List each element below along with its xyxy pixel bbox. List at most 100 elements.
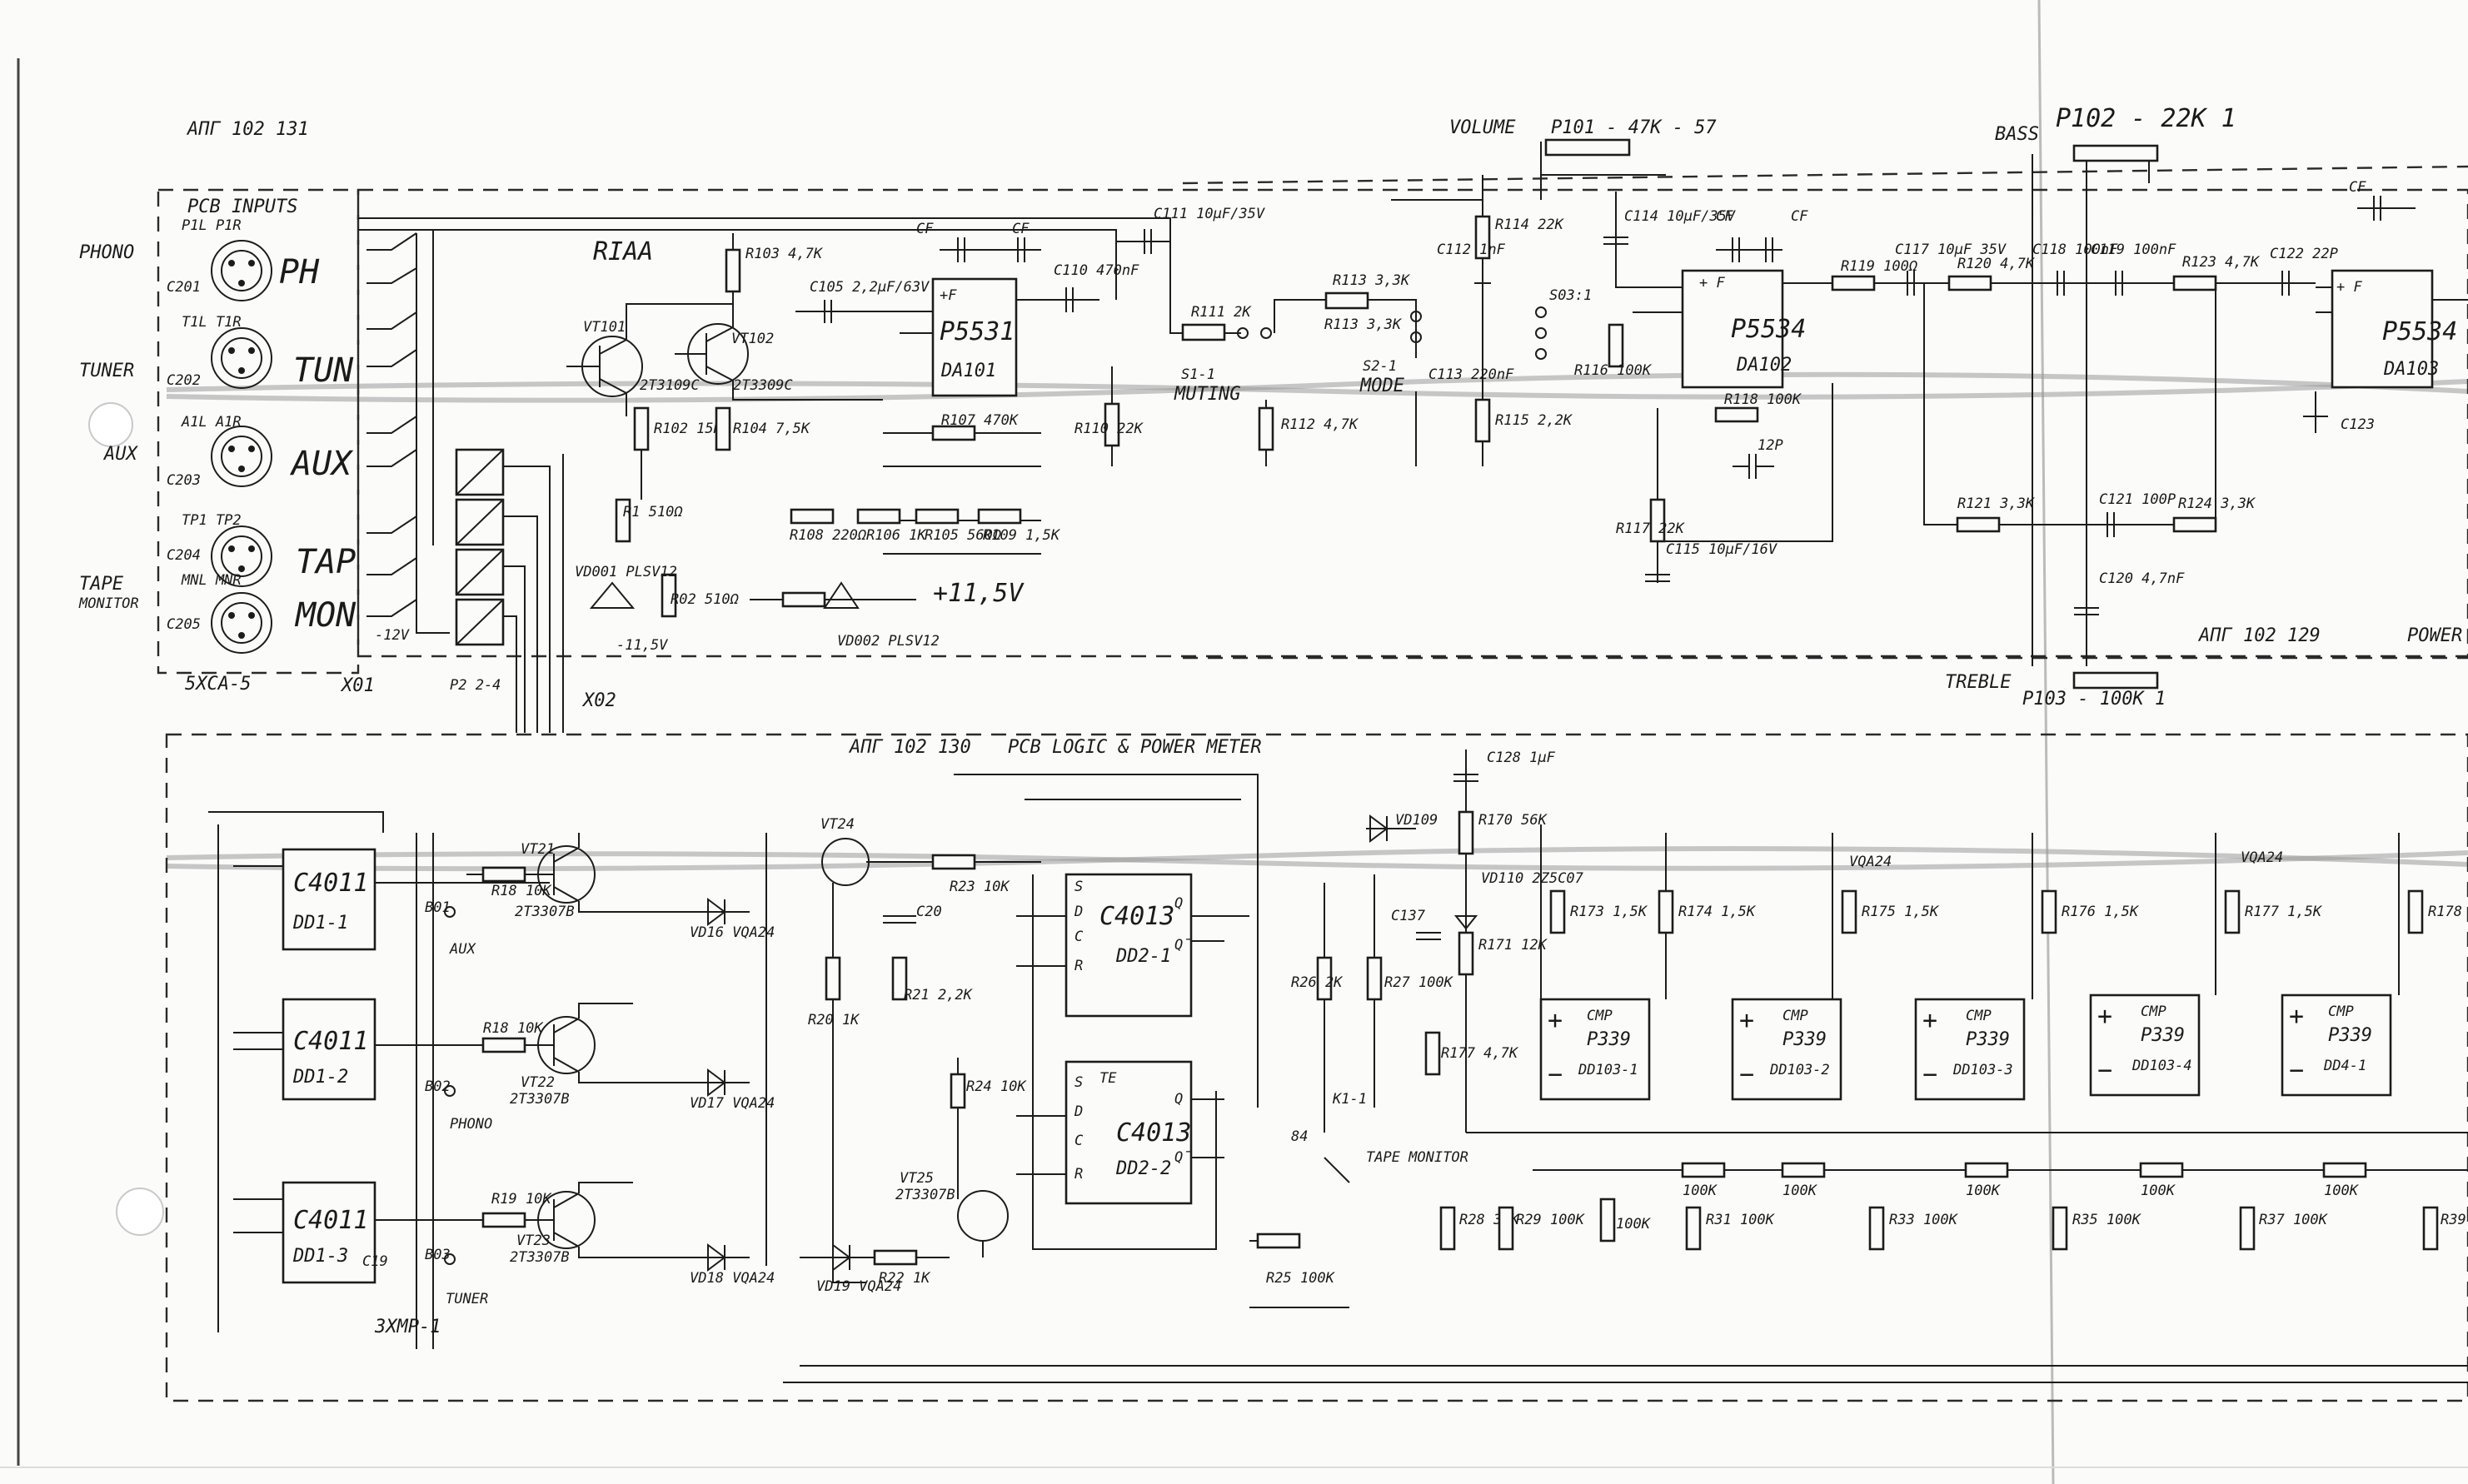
svg-text:R02 510Ω: R02 510Ω [671,591,740,608]
svg-text:C119 100nF: C119 100nF [2091,242,2176,258]
svg-text:−: − [1922,1060,1937,1089]
svg-text:R29 100K: R29 100K [1516,1212,1586,1228]
svg-text:R114 22K: R114 22K [1495,217,1565,233]
svg-text:+: + [1739,1006,1754,1035]
volume-pot-label: P101 - 47K - 57 [1551,117,1717,138]
svg-text:R113 3,3K: R113 3,3K [1324,316,1403,333]
svg-text:C4013: C4013 [1099,902,1174,931]
svg-text:CMP: CMP [1966,1008,1992,1024]
svg-text:Q̄: Q̄ [1174,937,1191,954]
svg-text:C4013: C4013 [1116,1118,1191,1148]
svg-text:DD2-2: DD2-2 [1115,1158,1171,1179]
svg-text:R1 510Ω: R1 510Ω [623,504,683,520]
svg-text:B01: B01 [425,899,451,916]
svg-text:C201: C201 [167,279,201,296]
svg-text:R104 7,5K: R104 7,5K [733,421,811,437]
volume-label: VOLUME [1449,117,1516,138]
svg-text:R112 4,7K: R112 4,7K [1281,416,1359,433]
bass-pot-label: P102 - 22K 1 [2056,104,2236,133]
svg-text:R27 100K: R27 100K [1384,974,1454,991]
transistor-vt25 [957,1190,1009,1242]
tone-board-top-edge [1182,165,2468,185]
svg-text:R: R [1074,958,1083,974]
svg-text:R35 100K: R35 100K [2072,1212,2142,1228]
svg-text:DD2-1: DD2-1 [1115,946,1171,967]
svg-text:R173 1,5K: R173 1,5K [1570,904,1648,920]
svg-text:+11,5V: +11,5V [933,579,1025,608]
tone-stage-da103: + F P5534 DA103 CF C123 [2303,179,2468,433]
svg-text:P339: P339 [1966,1029,2010,1050]
input-connector-outline [157,188,360,675]
svg-text:2T3307B: 2T3307B [515,904,575,920]
svg-text:R124 3,3K: R124 3,3K [2178,495,2256,512]
svg-text:P5534: P5534 [2382,317,2457,346]
svg-text:C204: C204 [167,547,201,564]
input-connectors: PHONO PH C201 P1L P1R TUNER TUN C202 T1L… [78,217,375,696]
svg-text:CMP: CMP [1587,1008,1613,1024]
pcb-inputs-code: ΑΠΓ 102 131 [186,119,309,140]
svg-text:C203: C203 [167,472,201,489]
svg-text:CF: CF [916,221,934,237]
svg-text:R107 470K: R107 470K [941,412,1020,429]
svg-text:R25 100K: R25 100K [1266,1270,1336,1287]
svg-text:−: − [2289,1056,2304,1085]
svg-text:R39: R39 [2441,1212,2466,1228]
svg-text:Q: Q [1174,895,1183,912]
svg-text:MUTING: MUTING [1174,384,1240,405]
svg-text:R20 1K: R20 1K [808,1012,860,1028]
pcb-inputs-label: PCB INPUTS [187,197,297,217]
svg-text:Q̄: Q̄ [1174,1149,1191,1166]
svg-text:B03: B03 [425,1247,451,1263]
svg-text:TAPE MONITOR: TAPE MONITOR [1366,1149,1468,1166]
svg-text:C123: C123 [2341,416,2375,433]
svg-text:VT101: VT101 [583,319,626,336]
svg-text:C117 10µF 35V: C117 10µF 35V [1895,242,2007,258]
svg-text:R19 10K: R19 10K [491,1191,552,1208]
x01-label: X01 [340,675,375,696]
tone-stage-da102: + F P5534 DA102 CF CF R119 100Ω C117 10µ… [1615,208,2007,583]
logic-board-outline [165,733,2468,1402]
svg-text:+ F: + F [2336,279,2362,296]
connector-tuner: TUNER TUN C202 T1L T1R [79,314,354,390]
svg-text:C137: C137 [1391,908,1426,924]
svg-text:VD002 PLSV12: VD002 PLSV12 [837,633,940,650]
svg-text:C110 470nF: C110 470nF [1054,262,1139,279]
svg-text:R: R [1074,1166,1083,1183]
svg-text:P339: P339 [2328,1025,2372,1046]
svg-text:C: C [1074,929,1084,945]
svg-text:+: + [1922,1006,1937,1035]
svg-text:K1-1: K1-1 [1332,1091,1367,1108]
logic-board-title: PCB LOGIC & POWER METER [1008,737,1262,758]
svg-text:VD110 2Z5C07: VD110 2Z5C07 [1481,870,1584,887]
svg-text:C121 100P: C121 100P [2099,491,2176,508]
svg-text:VT22: VT22 [521,1074,555,1091]
svg-text:CF: CF [1716,208,1733,225]
svg-text:S: S [1074,1074,1083,1091]
svg-text:C4011: C4011 [293,1206,368,1235]
svg-text:DA101: DA101 [940,361,996,381]
svg-text:R111 2K: R111 2K [1191,304,1252,321]
relay-stack: X02 [455,448,616,733]
svg-text:R118 100K: R118 100K [1724,391,1802,408]
riaa-stage: VT101 2T3109C VT102 2T3309C R103 4,7K R1… [566,221,1144,654]
comparator-5 [2281,993,2392,1097]
svg-text:R102 15K: R102 15K [654,421,724,437]
svg-text:−: − [1548,1060,1563,1089]
svg-text:VD18 VQA24: VD18 VQA24 [690,1270,775,1287]
power-label: POWER [2407,625,2462,646]
svg-text:TUNER: TUNER [79,361,134,381]
svg-text:R109 1,5K: R109 1,5K [983,527,1061,544]
svg-text:S1-1: S1-1 [1181,366,1215,383]
bass-treble-network: R120 4,7K C118 100nF C119 100nF R123 4,7… [1916,144,2338,690]
logic-gates: C4011 DD1-1 C4011 DD1-2 C4011 DD1-3 B01 … [208,811,550,1349]
svg-text:CMP: CMP [2141,1003,2166,1020]
svg-text:VD109: VD109 [1395,812,1438,829]
connector-phono: PHONO PH C201 P1L P1R [79,217,320,301]
svg-text:3ХМР-1: 3ХМР-1 [374,1317,441,1337]
svg-text:VQA24: VQA24 [1849,854,1892,870]
svg-text:R105 560Ω: R105 560Ω [925,527,1002,544]
svg-text:2T3307B: 2T3307B [510,1249,570,1266]
opamp-da101 [931,277,1018,397]
x02-label: X02 [581,690,616,711]
svg-text:C202: C202 [167,372,201,389]
